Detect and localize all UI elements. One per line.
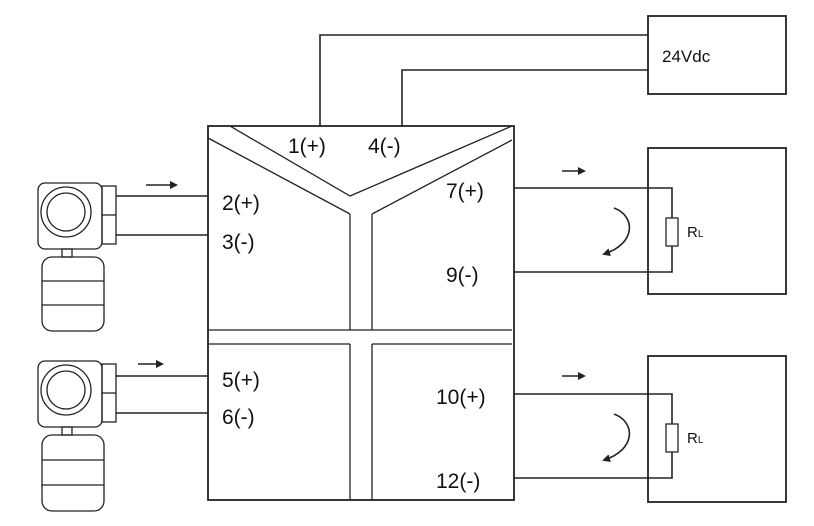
- terminal-10-label: 10(+): [436, 386, 486, 409]
- output-wire-12: [514, 452, 673, 479]
- output-wire-9: [514, 246, 673, 273]
- y-divider-upper: [229, 125, 513, 197]
- resistor-icon: [665, 423, 679, 453]
- supply-wire-positive: [319, 34, 648, 128]
- load-label-bottom: RL: [687, 430, 704, 447]
- power-supply-label: 24Vdc: [662, 47, 711, 66]
- load-box-top: [647, 147, 787, 295]
- curved-arrow-icon: [602, 207, 631, 257]
- y-divider-right-arm: [371, 139, 513, 215]
- terminal-7-label: 7(+): [446, 180, 484, 203]
- isolator-outline: [207, 125, 515, 501]
- terminal-1-label: 1(+): [288, 135, 326, 158]
- resistor-icon: [665, 217, 679, 247]
- terminal-12-label: 12(-): [436, 470, 480, 493]
- load-box-bottom: [647, 355, 787, 503]
- isolator-module: [207, 125, 515, 501]
- terminal-3-label: 3(-): [222, 231, 255, 254]
- terminal-2-label: 2(+): [222, 192, 260, 215]
- terminal-4-label: 4(-): [368, 135, 401, 158]
- power-supply: 24Vdc: [647, 15, 787, 95]
- pressure-transmitter-icon: [37, 360, 117, 512]
- terminal-6-label: 6(-): [222, 406, 255, 429]
- power-supply-box: [647, 15, 787, 95]
- terminal-5-label: 5(+): [222, 369, 260, 392]
- output-wire-10: [514, 393, 673, 424]
- load-label-top: RL: [687, 224, 704, 241]
- y-divider-left-arm: [207, 137, 351, 215]
- terminal-9-label: 9(-): [446, 264, 479, 287]
- curved-arrow-icon: [602, 413, 631, 463]
- pressure-transmitter-icon: [37, 182, 117, 332]
- supply-wire-negative: [401, 69, 648, 128]
- output-wire-7: [514, 187, 673, 218]
